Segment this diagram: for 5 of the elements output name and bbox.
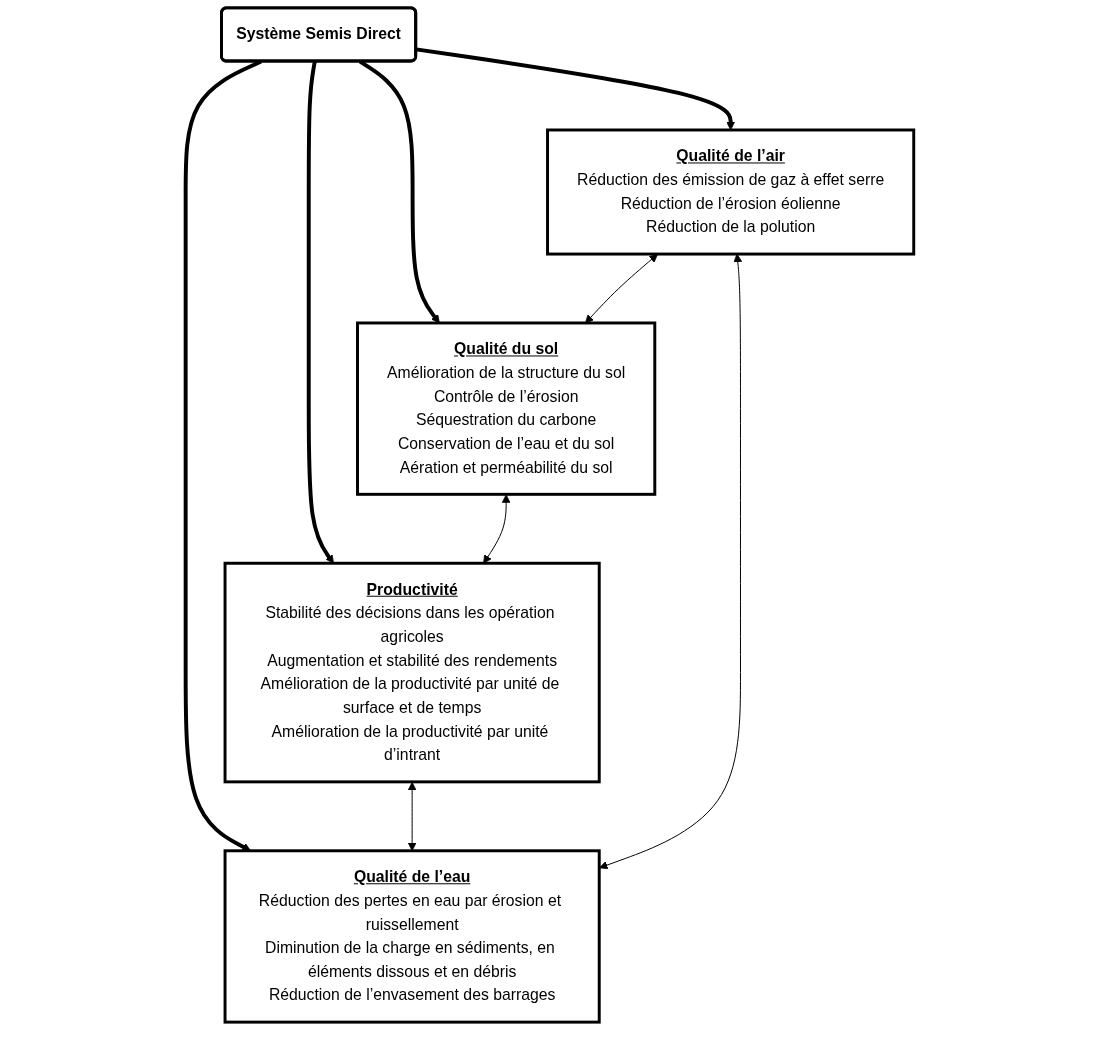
node-box: Productivité Stabilité des décisions dans les opération agricoles Augmentation et stabilité des rendements Amélioration de la productivité par unité de surface et de temps Amélioration de la productivité par unité d’intrant	[223, 561, 601, 784]
node-box: Qualité de l’air Réduction des émission de gaz à effet serre Réduction de l’érosion éolienne Réduction de la polution	[546, 128, 916, 256]
arrow	[307, 61, 335, 564]
node-box: Qualité de l’eau Réduction des pertes en eau par érosion et ruissellement Diminution de la charge en sédiments, en éléments dissous et en débris Réduction de l’envasement des barrages	[223, 849, 601, 1024]
node-box: Qualité du sol Amélioration de la structure du sol Contrôle de l’érosion Séquestration du carbone Conservation de l’eau et du sol Aération et perméabilité du sol	[356, 321, 657, 496]
